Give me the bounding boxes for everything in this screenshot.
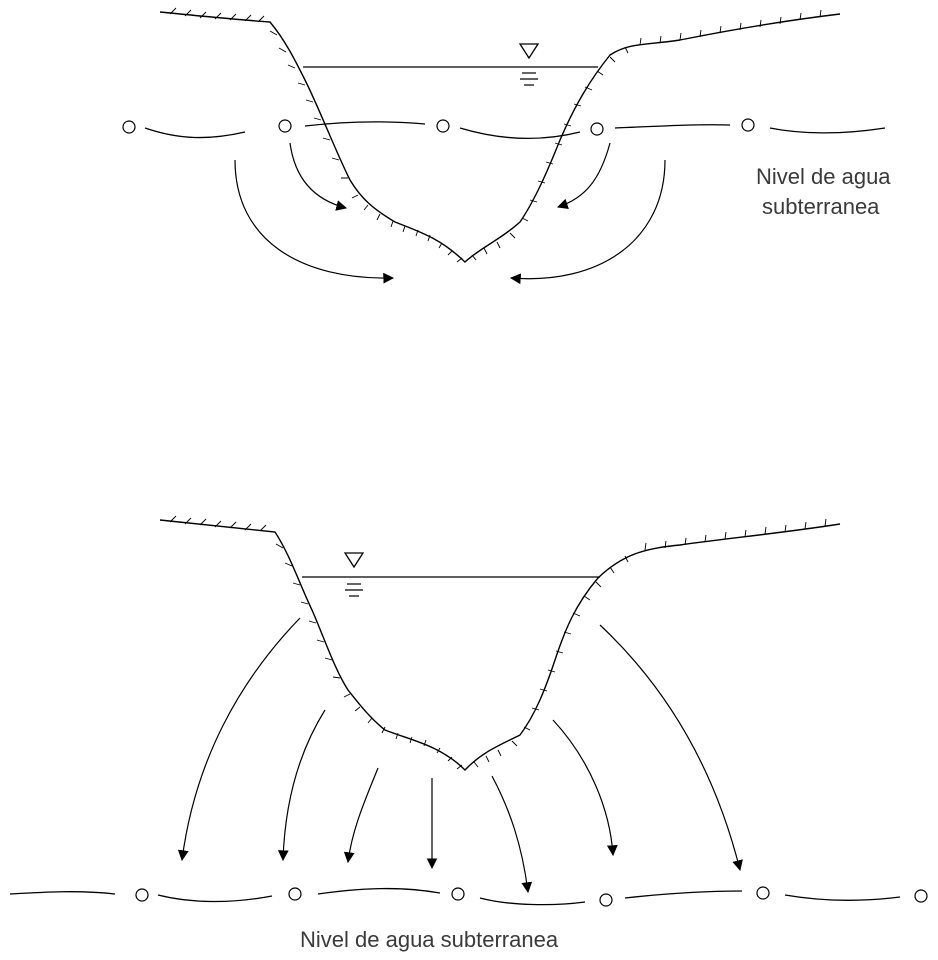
top-water-level-symbol bbox=[518, 43, 540, 86]
flow-arrow bbox=[509, 159, 666, 285]
gw-marker bbox=[436, 119, 450, 133]
bottom-water-level-symbol bbox=[343, 552, 365, 597]
gw-marker bbox=[756, 886, 770, 900]
top-groundwater-label: Nivel de agua subterranea bbox=[756, 162, 891, 222]
bottom-groundwater-label: Nivel de agua subterranea bbox=[300, 927, 559, 952]
top-channel-profile bbox=[159, 11, 841, 263]
flow-arrow bbox=[289, 142, 348, 211]
flow-arrow bbox=[234, 159, 395, 284]
gw-marker bbox=[278, 119, 292, 133]
gw-marker bbox=[288, 887, 302, 901]
flow-arrow bbox=[277, 709, 326, 862]
gw-marker bbox=[122, 120, 136, 134]
top-label-line1: Nivel de agua bbox=[756, 164, 891, 189]
flow-arrow bbox=[556, 142, 611, 210]
top-groundwater-markers bbox=[122, 118, 755, 136]
top-panel bbox=[122, 7, 886, 285]
gw-marker bbox=[599, 893, 613, 907]
gw-marker bbox=[451, 887, 465, 901]
gw-marker bbox=[590, 122, 604, 136]
gw-marker bbox=[914, 889, 928, 903]
top-flow-arrows bbox=[234, 142, 666, 285]
flow-arrow bbox=[599, 624, 743, 872]
bottom-bank-hatching bbox=[169, 515, 827, 770]
bottom-groundwater-table bbox=[9, 887, 901, 906]
flow-arrow bbox=[491, 775, 533, 894]
flow-arrow bbox=[552, 719, 618, 857]
bottom-channel-profile bbox=[159, 519, 841, 772]
bottom-groundwater-markers bbox=[135, 886, 928, 907]
top-label-line2: subterranea bbox=[762, 194, 880, 219]
flow-arrow bbox=[343, 767, 379, 864]
top-bank-hatching bbox=[169, 7, 822, 263]
bottom-flow-arrows bbox=[177, 617, 743, 894]
gw-marker bbox=[741, 118, 755, 132]
bottom-panel bbox=[9, 515, 928, 907]
gw-marker bbox=[135, 888, 149, 902]
flow-arrow bbox=[177, 617, 301, 862]
top-groundwater-table bbox=[144, 121, 886, 140]
